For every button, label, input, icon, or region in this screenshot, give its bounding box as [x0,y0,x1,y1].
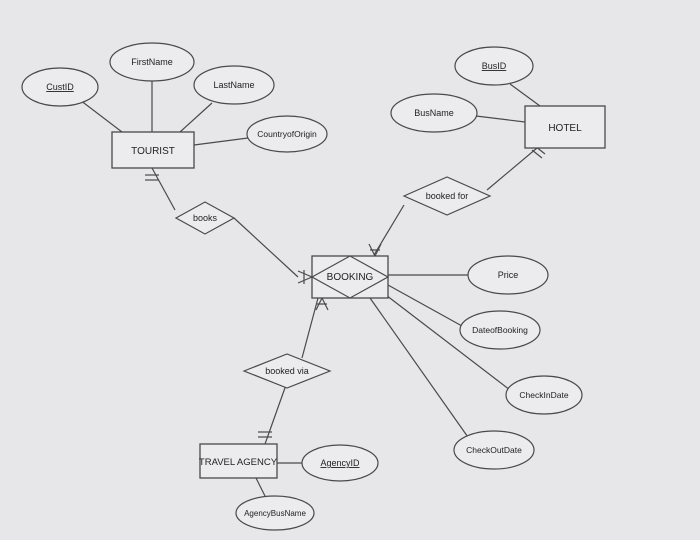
line-busid-hotel [509,83,541,107]
attribute-busname-ellipse [390,93,478,133]
line-bookedvia-agency [264,384,287,445]
relationship-books[interactable]: books [174,201,236,235]
entity-tourist-label: TOURIST [131,146,175,157]
attribute-agencybusname[interactable]: AgencyBusName [235,495,315,531]
attribute-dateofbooking-label: DateofBooking [472,325,528,335]
line-busname-hotel [475,115,526,123]
attribute-dateofbooking-ellipse [459,310,541,350]
line-booking-checkindate [381,291,511,391]
attribute-price[interactable]: Price [467,255,549,295]
attribute-firstname-ellipse [109,42,195,82]
entity-travel-agency[interactable]: TRAVEL AGENCY [199,443,278,479]
attribute-checkoutdate-ellipse [453,430,535,470]
entity-travel-agency-box [199,443,278,479]
attribute-checkindate-label: CheckInDate [519,390,568,400]
attribute-agencybusname-ellipse [235,495,315,531]
attribute-agencyid-ellipse [301,444,379,482]
entity-booking-label: BOOKING [327,272,374,283]
attribute-agencyid-label: AgencyID [320,458,360,468]
attribute-lastname[interactable]: LastName [193,65,275,105]
cardinality-marks [145,145,546,438]
line-booking-dateofbooking [387,284,463,327]
entity-tourist[interactable]: TOURIST [111,131,195,169]
entity-hotel-label: HOTEL [548,123,582,134]
attribute-busname-label: BusName [414,108,454,118]
attribute-checkindate-ellipse [505,375,583,415]
entity-tourist-box [111,131,195,169]
line-custid-tourist [79,99,123,133]
line-bookedfor-hotel [486,147,538,191]
entity-hotel-box [524,105,606,149]
attribute-busid[interactable]: BusID [454,46,534,86]
relationship-booked-for-diamond [402,176,492,216]
entity-hotel[interactable]: HOTEL [524,105,606,149]
attribute-busname[interactable]: BusName [390,93,478,133]
attribute-firstname[interactable]: FirstName [109,42,195,82]
attribute-countryoforigin-label: CountryofOrigin [257,129,317,139]
attribute-checkoutdate-label: CheckOutDate [466,445,522,455]
attribute-busid-label: BusID [482,61,507,71]
crowfoot-booking-top [368,243,382,257]
attribute-countryoforigin-ellipse [246,115,328,153]
line-tourist-books [151,167,176,211]
relationship-booked-for-label: booked for [426,191,469,201]
cardinality-one-hotel-a [531,149,543,159]
attribute-countryoforigin[interactable]: CountryofOrigin [246,115,328,153]
attribute-busid-ellipse [454,46,534,86]
connectors [79,80,541,503]
relationship-booked-for[interactable]: booked for [402,176,492,216]
attribute-lastname-label: LastName [213,80,254,90]
relationship-booked-via-label: booked via [265,366,309,376]
attribute-lastname-ellipse [193,65,275,105]
attribute-custid-label: CustID [46,82,74,92]
attribute-agencyid[interactable]: AgencyID [301,444,379,482]
attribute-custid-ellipse [21,67,99,107]
line-booking-bookedvia [301,297,319,359]
line-lastname-tourist [179,102,213,133]
entity-booking-diamond [310,255,390,299]
attribute-agencybusname-label: AgencyBusName [244,509,306,518]
relationship-books-diamond [174,201,236,235]
relationship-booked-via[interactable]: booked via [242,353,332,389]
attribute-price-ellipse [467,255,549,295]
relationship-books-label: books [193,213,218,223]
line-booking-checkoutdate [369,297,471,441]
attribute-checkoutdate[interactable]: CheckOutDate [453,430,535,470]
attribute-dateofbooking[interactable]: DateofBooking [459,310,541,350]
line-booking-bookedfor [373,204,405,256]
line-country-tourist [193,137,249,146]
attribute-custid[interactable]: CustID [21,67,99,107]
crowfoot-booking-bottom [315,297,329,311]
line-books-booking [233,217,299,278]
attribute-firstname-label: FirstName [131,57,173,67]
crowfoot-booking-left [297,270,313,284]
relationship-booked-via-diamond [242,353,332,389]
attribute-price-label: Price [498,270,519,280]
entity-travel-agency-label: TRAVEL AGENCY [199,457,278,468]
entity-booking[interactable]: BOOKING [310,255,390,299]
attribute-checkindate[interactable]: CheckInDate [505,375,583,415]
